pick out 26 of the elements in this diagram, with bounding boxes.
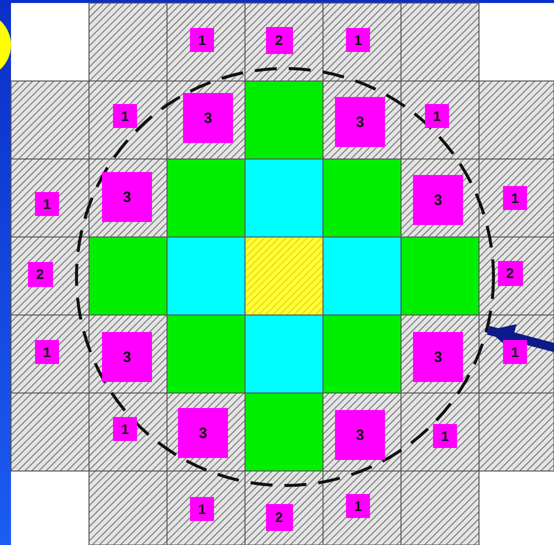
number-square: 1 <box>190 28 214 52</box>
number-square: 1 <box>346 494 370 518</box>
number-square: 2 <box>28 262 52 286</box>
number-square: 1 <box>433 424 457 448</box>
number-square: 3 <box>102 332 152 382</box>
number-square: 1 <box>190 497 214 521</box>
number-square: 2 <box>498 260 522 286</box>
number-square: 1 <box>35 192 59 216</box>
dashed-circle <box>75 67 495 487</box>
number-square: 2 <box>266 504 292 530</box>
leader-arrow <box>487 324 554 352</box>
number-square: 1 <box>503 186 527 210</box>
number-square: 1 <box>113 417 137 441</box>
number-square: 3 <box>183 93 233 143</box>
number-square: 2 <box>266 26 292 54</box>
number-square: 3 <box>413 175 463 225</box>
number-square: 3 <box>178 408 228 458</box>
number-square: 3 <box>335 410 385 460</box>
number-square: 3 <box>413 332 463 382</box>
number-square: 1 <box>346 28 370 52</box>
number-square: 1 <box>503 340 527 364</box>
number-square: 1 <box>425 104 449 128</box>
number-square: 1 <box>113 104 137 128</box>
number-square: 1 <box>35 340 59 364</box>
number-square: 3 <box>335 97 385 147</box>
number-square: 3 <box>102 172 152 222</box>
